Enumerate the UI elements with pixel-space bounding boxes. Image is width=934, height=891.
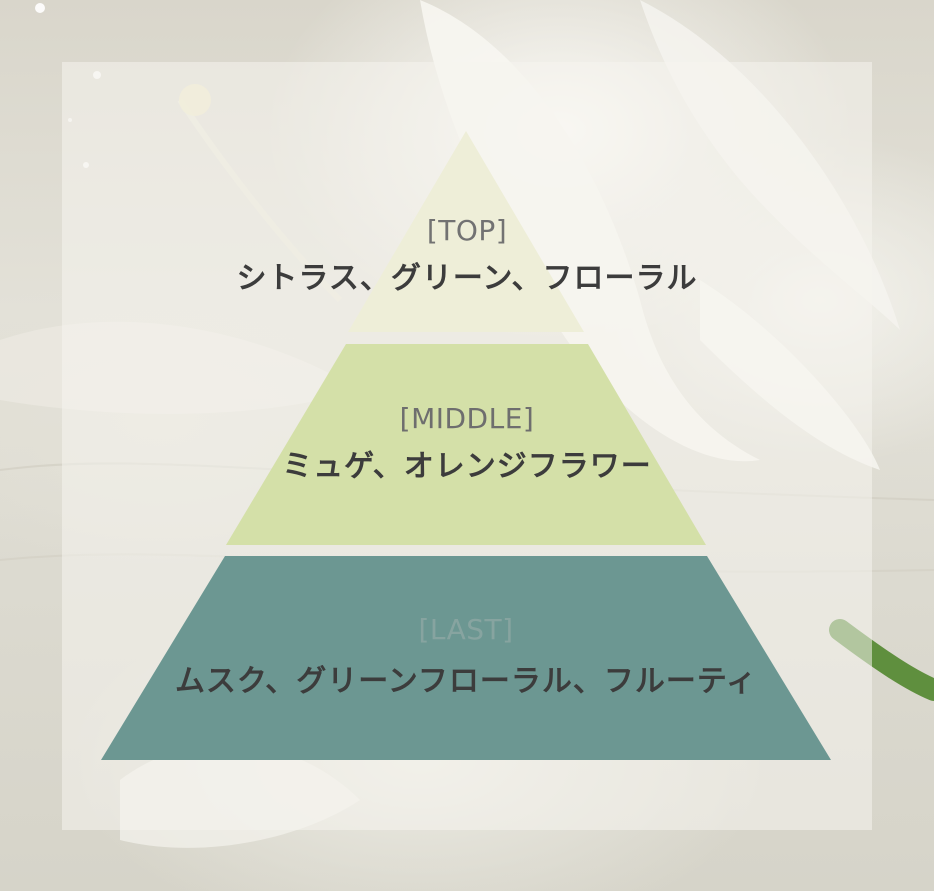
tier-top-label: [TOP] (426, 214, 508, 247)
pyramid-tier-last (101, 556, 831, 760)
tier-middle-notes: ミュゲ、オレンジフラワー (282, 449, 652, 484)
tier-last-text: [LAST] ムスク、グリーンフローラル、フルーティ (101, 613, 831, 700)
tier-middle-shape (226, 344, 706, 545)
tier-middle-text: [MIDDLE] ミュゲ、オレンジフラワー (200, 402, 734, 485)
tier-last-label: [LAST] (418, 613, 514, 646)
pyramid-tier-top (348, 131, 584, 332)
tier-middle-label: [MIDDLE] (399, 402, 535, 435)
tier-top-text: [TOP] シトラス、グリーン、フローラル (200, 214, 734, 297)
pyramid-tier-middle (226, 344, 706, 545)
tier-last-notes: ムスク、グリーンフローラル、フルーティ (174, 664, 758, 699)
tier-last-shape (101, 556, 831, 760)
tier-top-notes: シトラス、グリーン、フローラル (236, 261, 698, 296)
tier-top-shape (348, 131, 584, 332)
